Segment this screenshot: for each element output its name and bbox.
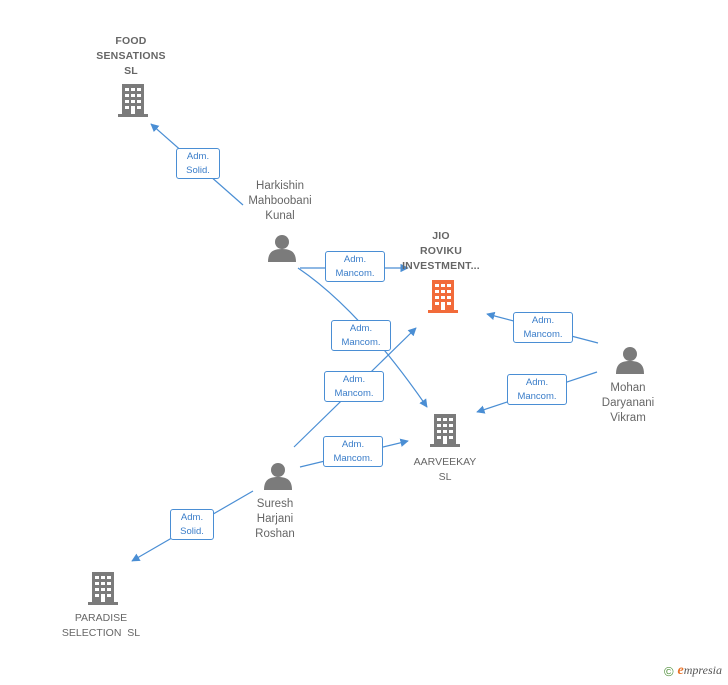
- edge-label-line: Adm.: [343, 254, 367, 265]
- brand-rest: mpresia: [683, 663, 722, 677]
- node-label-line: ROVIKU: [419, 245, 463, 257]
- edge-label-suresh-aarveekay: Adm. Mancom.: [323, 436, 383, 467]
- node-label-line: Kunal: [265, 210, 295, 222]
- edge-label-line: Mancom.: [335, 268, 375, 279]
- food-sensations-building-icon: [118, 84, 148, 117]
- node-label-line: FOOD: [115, 35, 147, 47]
- edge-label-line: Mancom.: [517, 391, 557, 402]
- node-label-line: INVESTMENT...: [402, 260, 480, 272]
- node-label-line: Mohan: [610, 382, 646, 394]
- harkishin-person-icon: [268, 235, 296, 262]
- edge-label-line: Adm.: [531, 315, 555, 326]
- node-label-line: Roshan: [255, 528, 295, 540]
- edge-label-suresh-paradise: Adm. Solid.: [170, 509, 214, 540]
- brand-initial: e: [677, 663, 684, 678]
- edge-label-line: Solid.: [180, 526, 204, 537]
- node-suresh[interactable]: Suresh Harjani Roshan: [230, 497, 320, 542]
- node-jio-roviku[interactable]: JIO ROVIKU INVESTMENT...: [386, 229, 496, 274]
- edge-label-line: Adm.: [341, 439, 365, 450]
- node-label-line: SELECTION SL: [61, 627, 141, 639]
- copyright-icon: ©: [663, 663, 674, 679]
- node-label-line: Vikram: [610, 412, 646, 424]
- node-label-line: SL: [438, 471, 452, 483]
- edge-label-line: Adm.: [525, 377, 549, 388]
- brand-logo[interactable]: empresia: [678, 663, 722, 679]
- suresh-person-icon: [264, 463, 292, 490]
- edge-label-line: Adm.: [342, 374, 366, 385]
- edge-label-suresh-jio: Adm. Mancom.: [324, 371, 384, 402]
- edge-label-line: Adm.: [186, 151, 210, 162]
- node-label-line: SENSATIONS: [96, 50, 166, 62]
- node-paradise[interactable]: PARADISE SELECTION SL: [45, 611, 157, 641]
- edge-label-line: Mancom.: [523, 329, 563, 340]
- edge-label-line: Adm.: [349, 323, 373, 334]
- node-aarveekay[interactable]: AARVEEKAY SL: [395, 455, 495, 485]
- aarveekay-building-icon: [430, 414, 460, 447]
- node-label-line: Daryanani: [601, 397, 655, 409]
- node-label-line: AARVEEKAY: [413, 456, 477, 468]
- edge-label-line: Adm.: [180, 512, 204, 523]
- node-food-sensations[interactable]: FOOD SENSATIONS SL: [81, 34, 181, 79]
- edge-label-line: Mancom.: [341, 337, 381, 348]
- node-label-line: JIO: [432, 230, 450, 242]
- node-label-line: Suresh: [256, 498, 294, 510]
- edge-label-line: Solid.: [186, 165, 210, 176]
- edge-label-harkishin-jio: Adm. Mancom.: [325, 251, 385, 282]
- node-mohan[interactable]: Mohan Daryanani Vikram: [583, 381, 673, 426]
- node-label-line: Harkishin: [256, 180, 304, 192]
- edge-label-harkishin-aarveekay: Adm. Mancom.: [331, 320, 391, 351]
- paradise-building-icon: [88, 572, 118, 605]
- edge-label-harkishin-food: Adm. Solid.: [176, 148, 220, 179]
- node-label-line: SL: [124, 65, 138, 77]
- node-harkishin[interactable]: Harkishin Mahboobani Kunal: [230, 179, 330, 224]
- footer-brand: © empresia: [664, 663, 722, 679]
- edge-label-line: Mancom.: [334, 388, 374, 399]
- edge-label-mohan-jio: Adm. Mancom.: [513, 312, 573, 343]
- node-label-line: Mahboobani: [248, 195, 312, 207]
- edge-label-line: Mancom.: [333, 453, 373, 464]
- node-label-line: Harjani: [256, 513, 294, 525]
- edge-label-mohan-aarveekay: Adm. Mancom.: [507, 374, 567, 405]
- mohan-person-icon: [616, 347, 644, 374]
- jio-roviku-building-icon: [428, 280, 458, 313]
- node-label-line: PARADISE: [74, 612, 128, 624]
